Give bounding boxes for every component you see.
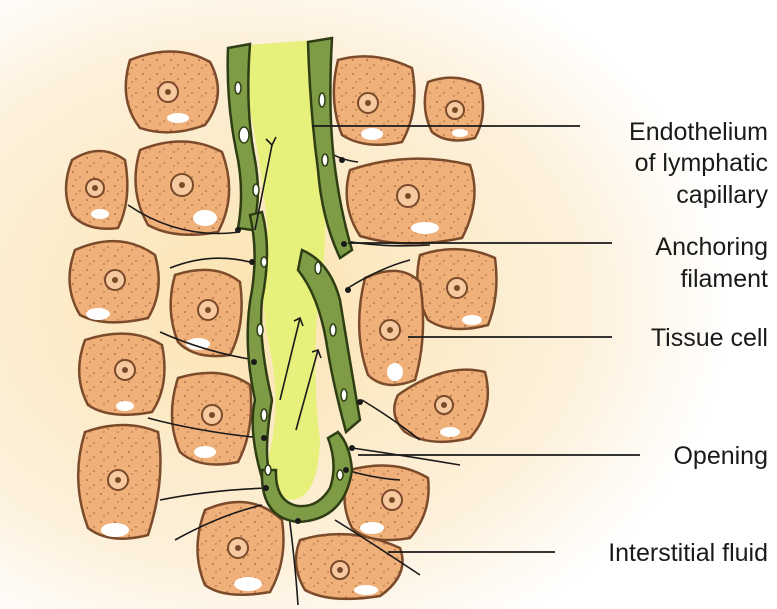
tissue-cell — [66, 151, 127, 229]
tissue-cell — [417, 249, 496, 329]
endothelium-label-line-2: of lymphatic — [635, 149, 768, 177]
tissue-cell — [347, 159, 475, 244]
endothelium-label-line-3: capillary — [676, 181, 768, 209]
tissue-cell — [126, 51, 218, 132]
tissue-cell — [79, 334, 164, 415]
opening-label: Opening — [673, 442, 768, 470]
anchoring-label-line-2: filament — [680, 265, 768, 293]
tissue-cell — [70, 241, 159, 322]
interstitial-fluid-label: Interstitial fluid — [608, 539, 768, 567]
tissue-cell — [78, 425, 160, 539]
tissue-cell — [359, 271, 423, 385]
tissue-cell — [425, 78, 483, 141]
tissue-cell — [171, 270, 242, 356]
tissue-cell — [172, 373, 251, 465]
tissue-cell — [344, 466, 428, 541]
anchoring-label-line-1: Anchoring — [655, 233, 768, 261]
tissue-cell — [136, 141, 230, 234]
tissue-cell — [296, 534, 403, 599]
endothelium-label-line-1: Endothelium — [629, 118, 768, 146]
tissue-cell — [198, 502, 284, 595]
tissue-cell — [334, 56, 415, 144]
tissue-cell-label: Tissue cell — [651, 324, 768, 352]
